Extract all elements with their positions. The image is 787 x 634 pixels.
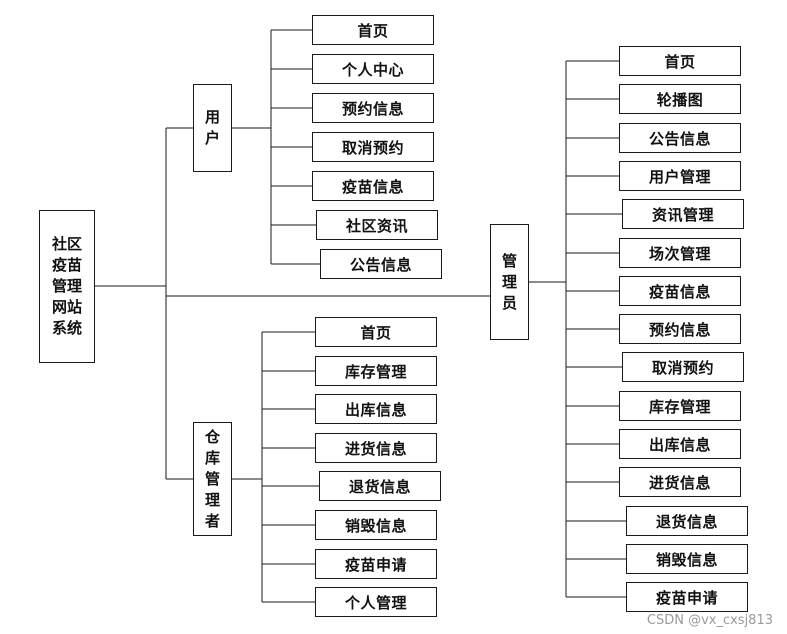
admin-node-text-1: 理	[501, 272, 517, 291]
admin-item: 轮播图	[619, 84, 741, 114]
user-item: 首页	[312, 15, 434, 45]
admin-node-text-2: 员	[501, 293, 517, 312]
warehouse-node-text-2: 管	[204, 469, 220, 488]
admin-item: 用户管理	[619, 161, 741, 191]
admin-item: 公告信息	[619, 123, 741, 153]
root-node: 社区疫苗管理网站系统	[39, 210, 95, 363]
admin-item: 疫苗信息	[619, 276, 741, 306]
user-node: 用户	[193, 84, 232, 172]
warehouse-node: 仓库管理者	[193, 422, 232, 536]
warehouse-item: 库存管理	[315, 356, 437, 386]
user-item: 疫苗信息	[312, 171, 434, 201]
warehouse-node-text-3: 理	[204, 490, 220, 509]
admin-node-text-0: 管	[501, 251, 517, 270]
root-node-text-2: 管理	[51, 277, 82, 295]
root-node-text-3: 网站	[51, 298, 82, 316]
root-node-text-0: 社区	[51, 235, 82, 253]
root-node-text-1: 疫苗	[51, 256, 82, 274]
user-node-text-0: 用	[204, 108, 220, 126]
warehouse-item: 疫苗申请	[315, 549, 437, 579]
admin-item: 疫苗申请	[626, 582, 748, 612]
user-item: 预约信息	[312, 93, 434, 123]
warehouse-node-text-4: 者	[204, 511, 220, 530]
watermark: CSDN @vx_cxsj813	[646, 613, 773, 628]
admin-item: 首页	[619, 46, 741, 76]
admin-item: 场次管理	[619, 238, 741, 268]
user-item: 取消预约	[312, 132, 434, 162]
admin-item: 预约信息	[619, 314, 741, 344]
admin-node: 管理员	[490, 224, 529, 340]
warehouse-node-text-0: 仓	[204, 427, 220, 446]
admin-item: 进货信息	[619, 467, 741, 497]
warehouse-item: 个人管理	[315, 587, 437, 617]
user-item: 社区资讯	[316, 210, 438, 240]
warehouse-node-text-1: 库	[204, 448, 220, 467]
warehouse-item: 进货信息	[315, 433, 437, 463]
admin-item: 出库信息	[619, 429, 741, 459]
admin-item: 资讯管理	[622, 199, 744, 229]
admin-item: 退货信息	[626, 506, 748, 536]
admin-item: 销毁信息	[626, 544, 748, 574]
admin-item: 取消预约	[622, 352, 744, 382]
user-node-text-1: 户	[204, 129, 220, 147]
root-node-text-4: 系统	[51, 319, 82, 337]
user-item: 个人中心	[312, 54, 434, 84]
warehouse-item: 首页	[315, 317, 437, 347]
warehouse-item: 出库信息	[315, 394, 437, 424]
warehouse-item: 销毁信息	[315, 510, 437, 540]
warehouse-item: 退货信息	[319, 471, 441, 501]
admin-item: 库存管理	[619, 391, 741, 421]
user-item: 公告信息	[320, 249, 442, 279]
